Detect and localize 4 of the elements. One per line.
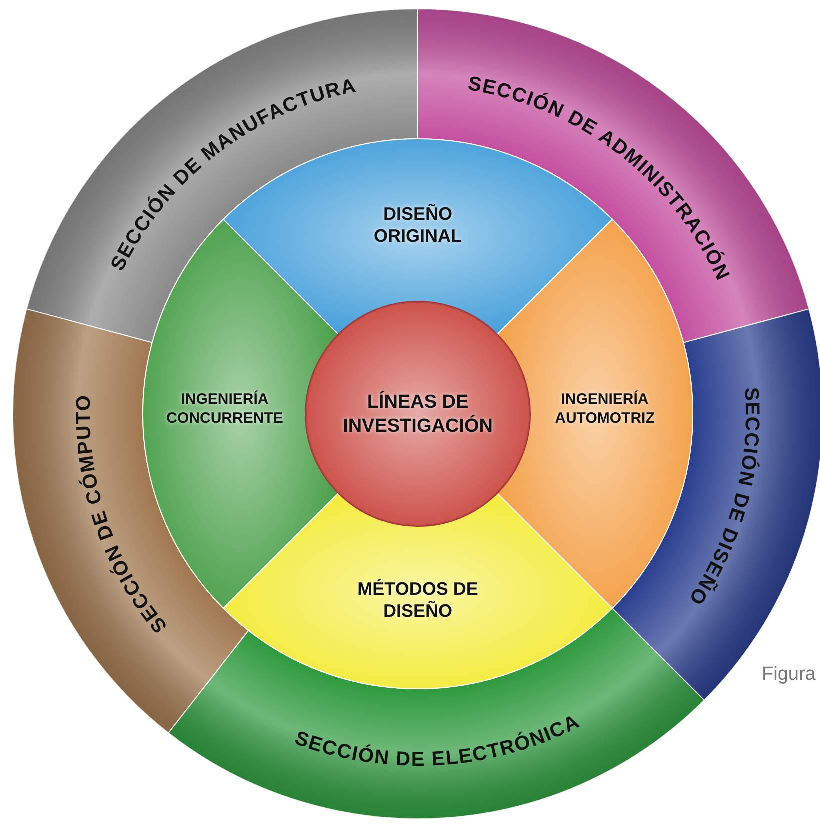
research-area-segment xyxy=(223,492,613,689)
segment-label: LÍNEAS DE INVESTIGACIÓN xyxy=(342,391,494,439)
center-circle xyxy=(305,301,531,527)
caption-text: Figura xyxy=(762,664,816,686)
